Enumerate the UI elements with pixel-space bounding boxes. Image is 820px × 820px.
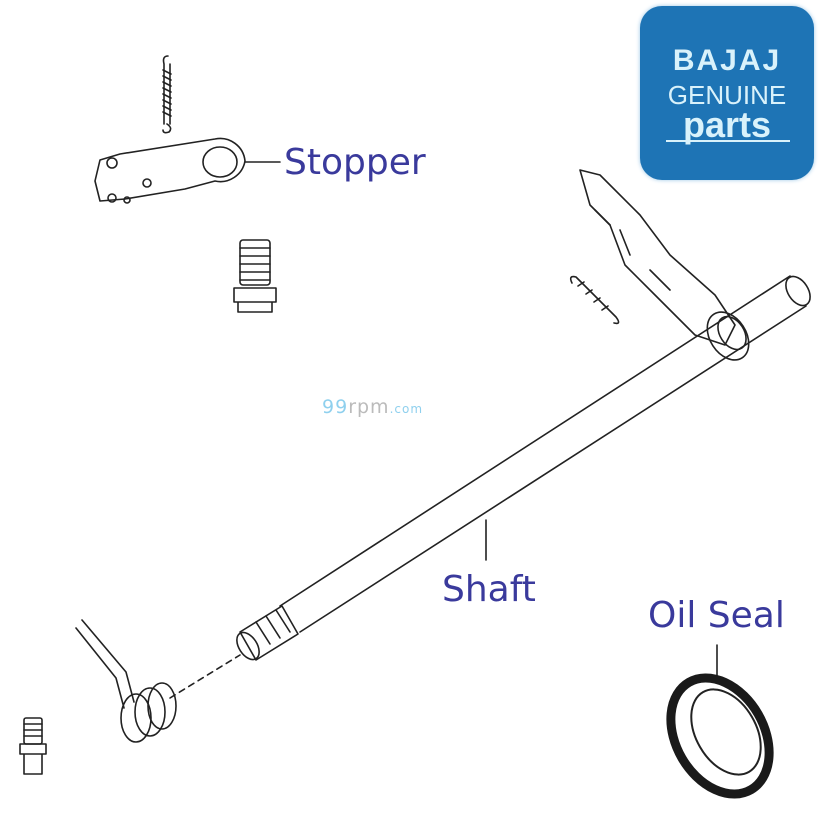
oil-seal-label: Oil Seal bbox=[648, 595, 785, 636]
watermark-prefix: 99 bbox=[322, 396, 349, 418]
watermark: 99rpm.com bbox=[322, 396, 423, 418]
logo-line1: GENUINE bbox=[667, 80, 787, 110]
logo-underline bbox=[666, 140, 790, 142]
oil-seal-part bbox=[666, 644, 774, 799]
logo-brand: BAJAJ bbox=[672, 44, 782, 77]
pin bbox=[19, 717, 47, 775]
watermark-suffix: .com bbox=[389, 402, 424, 416]
stopper-label: Stopper bbox=[284, 142, 426, 183]
stopper-spring bbox=[162, 55, 172, 134]
shaft-label: Shaft bbox=[442, 569, 536, 610]
return-spring bbox=[75, 619, 241, 743]
shaft-part bbox=[236, 169, 811, 661]
bolt bbox=[233, 239, 277, 313]
logo-line2: parts bbox=[682, 104, 772, 145]
watermark-middle: rpm bbox=[348, 396, 390, 418]
bajaj-genuine-parts-logo: BAJAJ GENUINE parts bbox=[640, 6, 814, 180]
stopper-part bbox=[94, 137, 281, 204]
